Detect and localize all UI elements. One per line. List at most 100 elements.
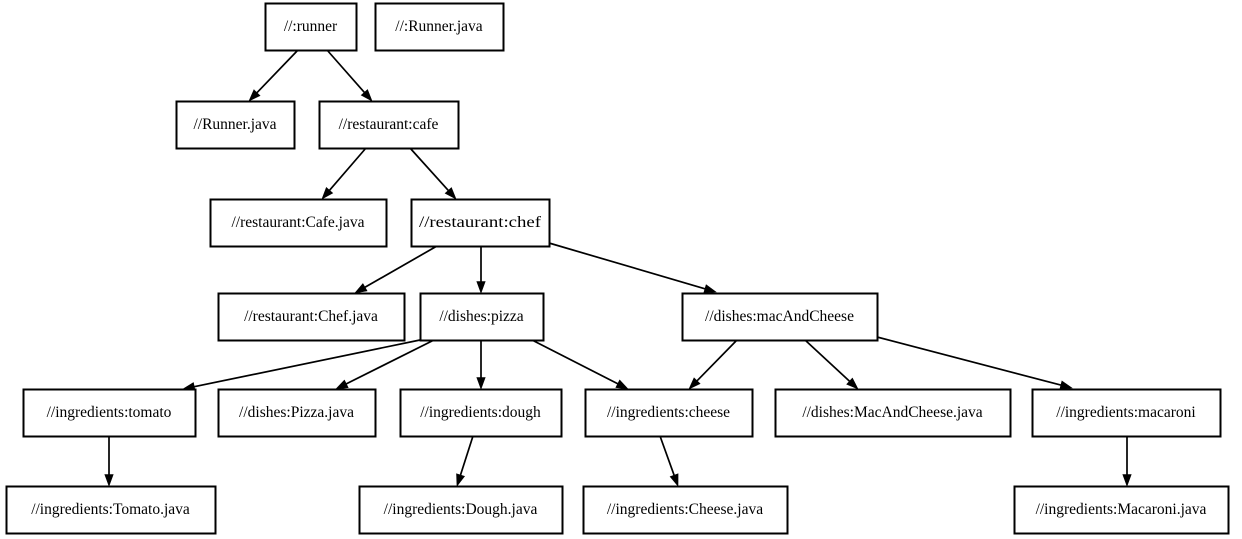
node-box[interactable] — [264, 2, 358, 52]
edge-arrowhead-icon — [456, 473, 466, 487]
node-box[interactable] — [358, 485, 564, 535]
graph-node[interactable]: //dishes:Pizza.java — [217, 388, 377, 438]
edge-line — [459, 435, 474, 476]
graph-node[interactable]: //restaurant:Chef.java — [217, 292, 406, 342]
edge-arrowhead-icon — [1059, 380, 1073, 390]
graph-edge — [476, 246, 486, 294]
node-box[interactable] — [419, 292, 545, 342]
graph-node[interactable]: //dishes:MacAndCheese.java — [774, 388, 1012, 438]
node-label: //restaurant:Chef.java — [244, 308, 378, 325]
graph-node[interactable]: //ingredients:macaroni — [1031, 388, 1222, 438]
node-box[interactable] — [217, 292, 406, 342]
graph-edge — [688, 339, 738, 390]
node-label: //dishes:MacAndCheese.java — [802, 404, 982, 421]
node-box[interactable] — [774, 388, 1012, 438]
graph-node[interactable]: //dishes:pizza — [419, 292, 545, 342]
graph-node[interactable]: //:Runner.java — [374, 2, 505, 52]
graph-edge — [456, 435, 474, 487]
node-box[interactable] — [681, 292, 879, 342]
node-label: //dishes:Pizza.java — [239, 404, 354, 421]
graph-node[interactable]: //ingredients:dough — [399, 388, 563, 438]
node-label: //restaurant:cafe — [339, 116, 439, 133]
graph-node[interactable]: //restaurant:chef — [410, 198, 551, 248]
node-box[interactable] — [175, 100, 296, 150]
graph-edge — [321, 147, 367, 200]
graph-node[interactable]: //ingredients:Cheese.java — [582, 485, 789, 535]
node-box[interactable] — [217, 388, 377, 438]
edge-arrowhead-icon — [615, 379, 629, 390]
edge-line — [194, 339, 421, 388]
node-box[interactable] — [582, 485, 789, 535]
edge-arrowhead-icon — [354, 283, 368, 294]
graph-edge — [1122, 436, 1132, 487]
node-box[interactable] — [318, 100, 460, 150]
graph-edge — [531, 339, 629, 390]
graph-node[interactable]: //ingredients:Dough.java — [358, 485, 564, 535]
graph-edge — [354, 245, 438, 294]
graph-node[interactable]: //restaurant:cafe — [318, 100, 460, 150]
graph-edge — [804, 339, 859, 390]
edge-line — [804, 339, 851, 382]
node-label: //ingredients:macaroni — [1056, 404, 1196, 421]
node-label: //restaurant:chef — [419, 214, 542, 231]
edge-line — [548, 242, 706, 290]
node-label: //ingredients:Macaroni.java — [1036, 501, 1207, 518]
graph-node[interactable]: //dishes:macAndCheese — [681, 292, 879, 342]
node-box[interactable] — [410, 198, 551, 248]
node-label: //:runner — [284, 18, 338, 35]
edges-layer — [104, 49, 1132, 487]
node-label: //ingredients:dough — [420, 404, 541, 421]
node-box[interactable] — [209, 198, 388, 248]
edge-line — [256, 49, 299, 94]
edge-arrowhead-icon — [476, 377, 486, 390]
graph-edge — [476, 340, 486, 390]
node-label: //ingredients:cheese — [607, 404, 730, 421]
edge-arrowhead-icon — [669, 473, 679, 487]
edge-arrowhead-icon — [846, 377, 859, 390]
edge-line — [409, 147, 449, 192]
graph-node[interactable]: //ingredients:tomato — [22, 388, 197, 438]
edge-line — [364, 245, 438, 289]
graph-edge — [248, 49, 299, 102]
graph-node[interactable]: //Runner.java — [175, 100, 296, 150]
node-box[interactable] — [1013, 485, 1230, 535]
edge-arrowhead-icon — [104, 474, 114, 487]
node-label: //dishes:pizza — [439, 308, 523, 325]
graph-edge — [659, 435, 679, 487]
graph-edge — [548, 242, 717, 294]
node-label: //dishes:macAndCheese — [705, 308, 854, 325]
graph-node[interactable]: //ingredients:cheese — [584, 388, 754, 438]
graph-edge — [876, 336, 1073, 390]
edge-line — [345, 339, 435, 385]
node-label: //restaurant:Cafe.java — [232, 214, 365, 231]
graph-edge — [335, 339, 435, 390]
graph-edge — [409, 147, 457, 200]
node-label: //ingredients:Tomato.java — [31, 501, 190, 518]
edge-arrowhead-icon — [444, 187, 457, 200]
node-label: //ingredients:tomato — [47, 404, 172, 421]
graph-node[interactable]: //restaurant:Cafe.java — [209, 198, 388, 248]
graph-edge — [326, 49, 373, 102]
node-box[interactable] — [1031, 388, 1222, 438]
node-box[interactable] — [5, 485, 217, 535]
edge-line — [328, 147, 367, 191]
edge-arrowhead-icon — [335, 379, 349, 390]
node-box[interactable] — [399, 388, 563, 438]
node-label: //:Runner.java — [395, 18, 483, 35]
graph-node[interactable]: //ingredients:Tomato.java — [5, 485, 217, 535]
edge-line — [696, 339, 738, 382]
edge-arrowhead-icon — [360, 89, 373, 102]
node-box[interactable] — [374, 2, 505, 52]
node-box[interactable] — [22, 388, 197, 438]
graph-node[interactable]: //ingredients:Macaroni.java — [1013, 485, 1230, 535]
node-label: //ingredients:Dough.java — [384, 501, 538, 518]
node-box[interactable] — [584, 388, 754, 438]
edge-arrowhead-icon — [321, 187, 334, 200]
edge-line — [326, 49, 366, 93]
edge-arrowhead-icon — [1122, 474, 1132, 487]
graph-node[interactable]: //:runner — [264, 2, 358, 52]
nodes-layer: //:runner //:Runner.java //Runner.java //re… — [5, 2, 1230, 535]
edge-line — [876, 336, 1062, 386]
